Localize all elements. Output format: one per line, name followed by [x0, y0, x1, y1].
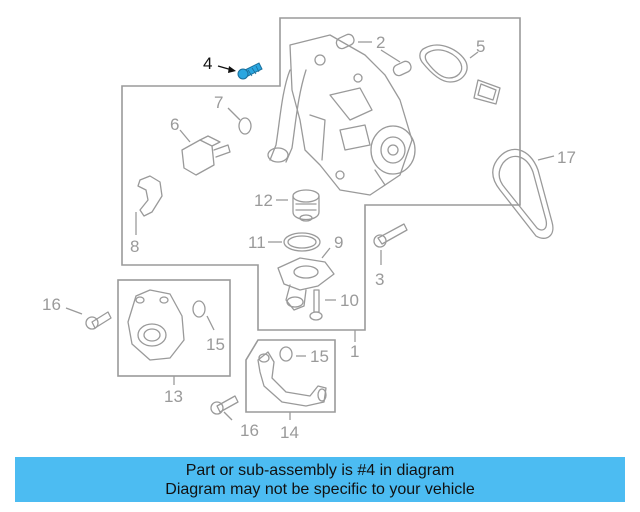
banner-line-1: Part or sub-assembly is #4 in diagram: [185, 461, 455, 479]
coolant-pipe-14: [257, 351, 327, 407]
seal-ring-11: [283, 232, 321, 252]
info-banner: Part or sub-assembly is #4 in diagram Di…: [15, 457, 625, 502]
label-14: 14: [280, 423, 299, 442]
label-7: 7: [214, 93, 223, 112]
label-8: 8: [130, 237, 139, 256]
temperature-sensor: [179, 129, 231, 176]
bolt-16a: [65, 307, 112, 330]
o-ring-15a: [192, 300, 206, 318]
bolt-4-highlighted[interactable]: [237, 62, 263, 80]
o-ring-7: [238, 117, 252, 135]
label-16b: 16: [240, 421, 259, 440]
label-5: 5: [476, 37, 485, 56]
banner-line-2: Diagram may not be specific to your vehi…: [165, 480, 475, 498]
thermostat: [276, 189, 320, 222]
label-12: 12: [254, 191, 273, 210]
main-assembly-frame: [121, 17, 521, 331]
label-17: 17: [557, 148, 576, 167]
label-16a: 16: [42, 295, 61, 314]
label-4[interactable]: 4: [203, 54, 212, 73]
bracket-clip: [135, 175, 163, 235]
o-ring-15b: [279, 346, 293, 362]
bolt-3: [373, 223, 408, 265]
label-11: 11: [248, 233, 266, 252]
label-2: 2: [376, 33, 385, 52]
label-9: 9: [334, 233, 343, 252]
label-15a: 15: [206, 335, 225, 354]
drive-belt: [492, 148, 555, 239]
label-13: 13: [164, 387, 183, 406]
label-10: 10: [340, 291, 359, 310]
gasket-set: [419, 44, 501, 105]
water-pump-housing: [267, 34, 416, 196]
thermostat-housing: [277, 247, 335, 311]
coolant-flange-13: [127, 289, 185, 361]
dowel-pins: [335, 33, 412, 77]
label-15b: 15: [310, 347, 329, 366]
label-6: 6: [170, 115, 179, 134]
label-1: 1: [350, 342, 359, 361]
parts-diagram: 1 2 3 4 5 6 7 8 9 10 11 12 13 14 15 15 1…: [42, 17, 576, 442]
bolt-10: [309, 289, 336, 321]
label-3: 3: [375, 270, 384, 289]
bolt-16b: [210, 395, 239, 421]
